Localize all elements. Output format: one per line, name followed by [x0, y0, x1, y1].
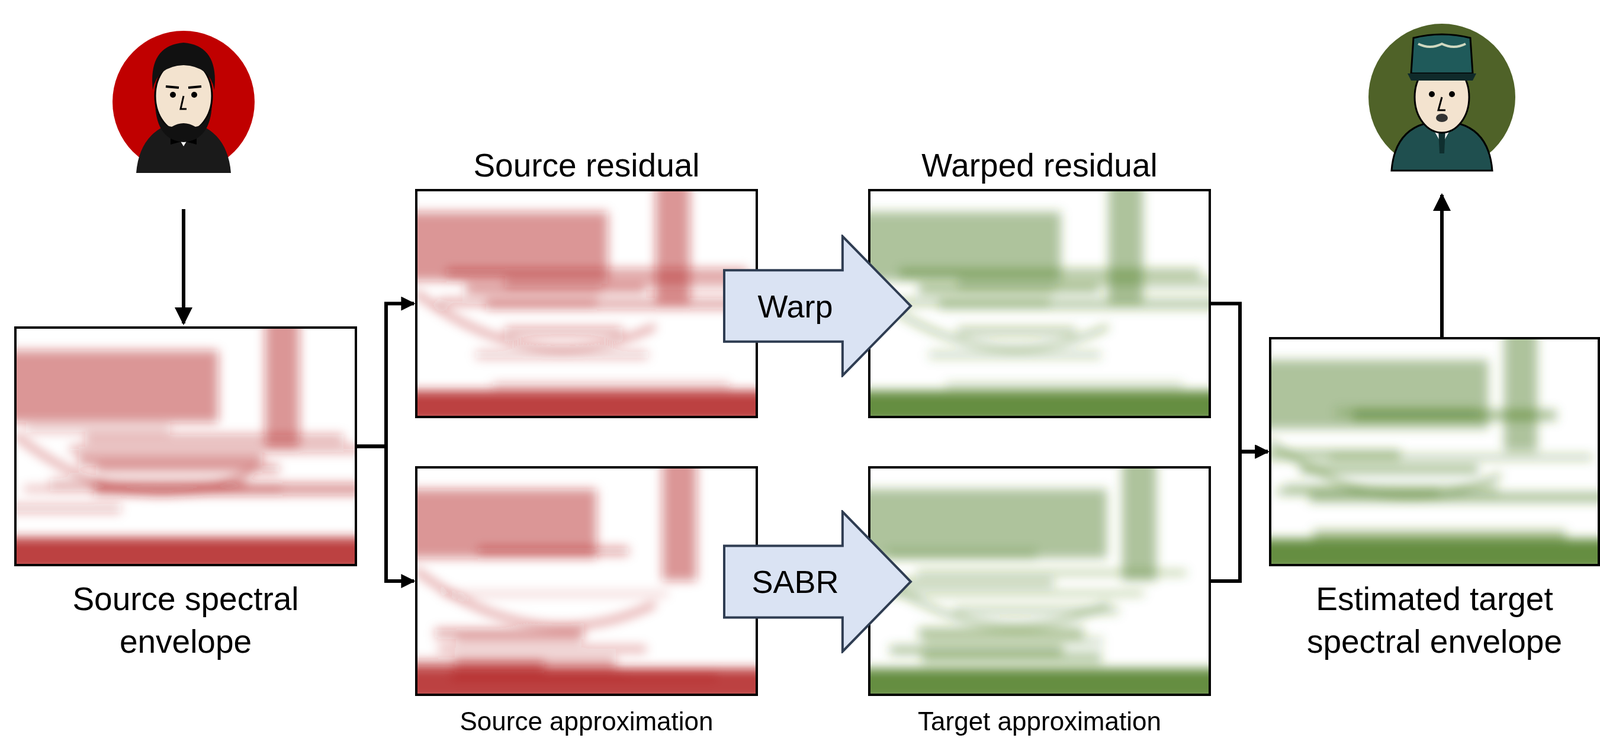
- approximation-box: Target approximation: [868, 466, 1211, 696]
- box-caption: Source approximation: [417, 704, 756, 738]
- box-caption: Target approximation: [870, 704, 1209, 738]
- box-caption: Estimated target spectral envelope: [1271, 577, 1598, 663]
- spectrogram: [868, 466, 1211, 696]
- spectrogram: [14, 326, 358, 567]
- target-speaker-icon: [1368, 23, 1516, 171]
- operation-label: Warp: [757, 287, 833, 325]
- sabr-arrow: SABR: [722, 509, 914, 654]
- spectrogram: [868, 188, 1211, 419]
- operation-label: SABR: [751, 563, 839, 600]
- input-arrow: [181, 209, 186, 324]
- spectrogram: [1268, 336, 1600, 567]
- spectrogram: [415, 466, 758, 696]
- connector: [1210, 451, 1268, 582]
- warp-arrow: Warp: [722, 234, 914, 378]
- spectrogram-textures: [2, 177, 1600, 701]
- spectral-envelope-box: Estimated target spectral envelope: [1268, 336, 1600, 567]
- connector: [357, 303, 414, 447]
- residual-box: Warped residual: [868, 188, 1211, 419]
- spectrogram: [415, 188, 758, 419]
- residual-box: Source residual: [415, 188, 758, 419]
- connector: [1210, 303, 1268, 452]
- output-arrow: [1440, 194, 1444, 337]
- spectral-envelope-box: Source spectral envelope: [14, 326, 358, 567]
- box-title: Source residual: [417, 144, 756, 188]
- connector: [357, 446, 414, 582]
- box-caption: Source spectral envelope: [16, 577, 355, 663]
- source-speaker-icon: [112, 30, 255, 173]
- approximation-box: Source approximation: [415, 466, 758, 696]
- box-title: Warped residual: [870, 144, 1209, 188]
